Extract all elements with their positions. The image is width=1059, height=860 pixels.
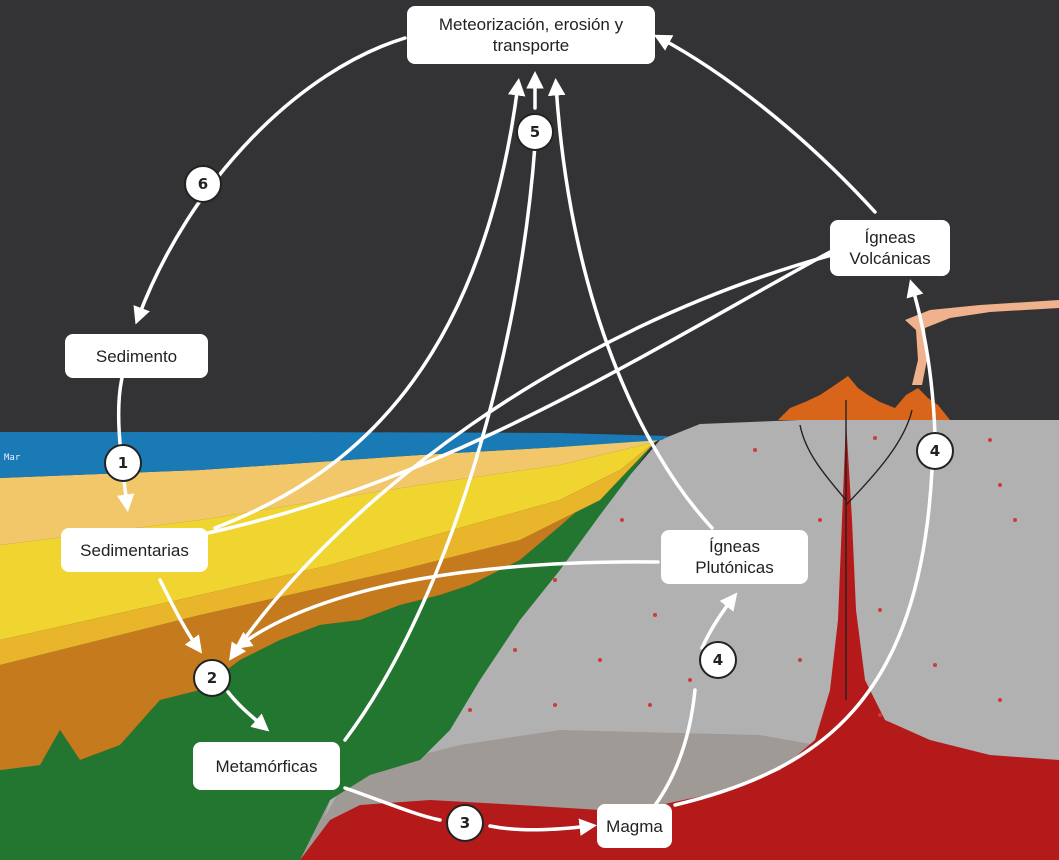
arrow-four-to-plutonic — [700, 592, 738, 650]
arrow-volcanic-to-weathering — [653, 34, 877, 214]
label-sediment: Sedimento — [65, 334, 208, 378]
step-5-marker: 5 — [516, 113, 554, 151]
step-4-marker-lower: 4 — [699, 641, 737, 679]
arrow-sedimentary-to-two — [158, 578, 203, 654]
arrow-four-to-volcanic — [906, 279, 937, 437]
sea — [0, 432, 668, 478]
ash-plume — [905, 300, 1059, 385]
arrow-metamorphic-to-five — [343, 143, 537, 742]
sand-layer — [0, 438, 662, 545]
step-3-marker: 3 — [446, 804, 484, 842]
arrow-sedimentary-to-volcanic-line — [206, 250, 832, 535]
label-metamorphic-rocks: Metamórficas — [193, 742, 340, 790]
svg-text:6: 6 — [198, 175, 208, 193]
svg-text:3: 3 — [460, 814, 470, 832]
arrow-sedimentary-to-weathering — [213, 78, 526, 530]
metamorphic-green-layer — [0, 442, 655, 860]
label-magma: Magma — [597, 804, 672, 848]
arrow-three-to-magma — [488, 818, 597, 836]
arrow-volcanic-to-two — [229, 253, 834, 661]
svg-text:4: 4 — [713, 651, 723, 669]
svg-text:1: 1 — [118, 454, 128, 472]
svg-text:2: 2 — [207, 669, 217, 687]
step-6-marker: 6 — [184, 165, 222, 203]
sea-label: Mar — [4, 453, 21, 463]
gold-sediment-layer — [0, 442, 655, 665]
label-volcanic-igneous-rocks: Ígneas Volcánicas — [830, 220, 950, 276]
ochre-sediment-layer — [0, 442, 655, 770]
step-2-marker: 2 — [193, 659, 231, 697]
step-4-marker-upper: 4 — [916, 432, 954, 470]
volcanic-vents — [799, 400, 913, 700]
cycle-arrows — [116, 34, 937, 836]
arrow-plutonic-to-weathering — [547, 78, 714, 530]
arrow-sediment-to-sedimentary — [116, 376, 135, 512]
arrow-weathering-to-sediment — [133, 36, 407, 325]
label-plutonic-igneous-rocks: Ígneas Plutónicas — [661, 530, 808, 584]
volcano-lava — [778, 376, 950, 420]
arrow-magma-to-four-upper — [673, 468, 934, 807]
step-markers: 1 2 3 4 4 5 6 — [104, 113, 954, 842]
arrow-plutonic-to-two — [234, 560, 660, 650]
arrow-metamorphic-to-three — [343, 786, 442, 822]
arrow-magma-to-four-lower — [648, 688, 697, 814]
crust-mineral-dots — [468, 436, 1017, 717]
label-weathering-erosion-transport: Meteorización, erosión y transporte — [407, 6, 655, 64]
label-sedimentary-rocks: Sedimentarias — [61, 528, 208, 572]
svg-text:5: 5 — [530, 123, 540, 141]
step-1-marker: 1 — [104, 444, 142, 482]
svg-text:4: 4 — [930, 442, 940, 460]
magma-chamber — [300, 420, 1059, 860]
arrow-two-to-metamorphic — [226, 690, 270, 732]
